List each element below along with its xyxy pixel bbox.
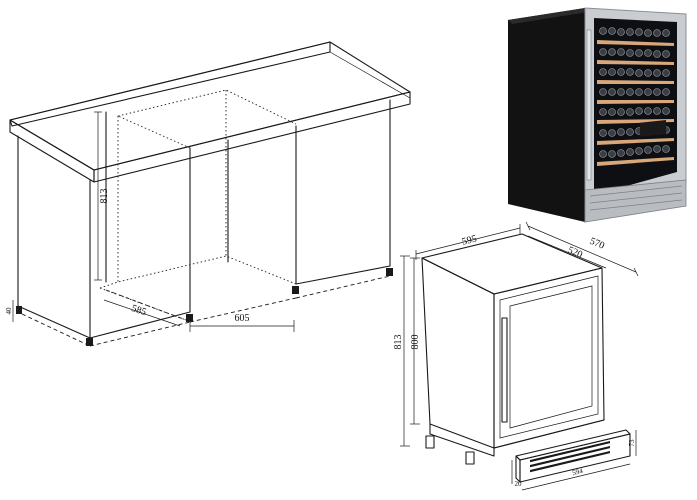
kickplate-width-label: 594 (571, 467, 584, 477)
cooler-side (508, 8, 585, 222)
cabinet-leg-label: 40 (5, 307, 13, 315)
cooler-height-body-label: 800 (410, 335, 421, 350)
cooler-drawing: 595 570 520 813 800 (393, 221, 639, 465)
wine-cooler-photo (508, 7, 687, 223)
dim-cabinet-leg: 40 (5, 300, 14, 322)
vent-opening (640, 120, 666, 137)
cabinet-height-label: 813 (99, 189, 110, 204)
dim-cooler-width: 595 (415, 224, 521, 260)
dim-kickplate-height: 73 (628, 430, 637, 456)
countertop (9, 41, 411, 183)
cooler-side-face (421, 257, 495, 449)
dim-cooler-height-total: 813 (393, 255, 410, 447)
cooler-height-total-label: 813 (393, 335, 404, 350)
dim-kickplate-depth: 20 (511, 460, 523, 488)
foot (292, 286, 299, 294)
door-handle-outline (501, 317, 508, 423)
door-handle (586, 29, 592, 181)
kickplate-depth-label: 20 (515, 480, 523, 488)
foot (16, 306, 22, 314)
dim-cooler-height-body: 800 (410, 257, 421, 425)
left-cabinet (17, 111, 191, 339)
cooler-door (493, 267, 605, 449)
cooler-depth-total-label: 570 (588, 236, 606, 252)
cooler-top (421, 233, 603, 295)
cabinet-depth-label: 585 (130, 303, 148, 318)
cabinet-drawing: 813 585 605 40 (5, 41, 411, 347)
cabinet-width-label: 605 (235, 313, 250, 324)
kickplate-height-label: 73 (628, 439, 636, 447)
dim-cabinet-depth: 585 (103, 299, 181, 327)
dim-kickplate-width: 594 (521, 463, 631, 491)
dim-cooler-depth-total: 570 (525, 221, 639, 277)
floor-lines (21, 275, 391, 347)
cooler-width-label: 595 (461, 233, 478, 247)
appliance-niche (99, 89, 297, 321)
dim-cabinet-width: 605 (189, 313, 295, 332)
foot (186, 314, 193, 322)
cooler-foot (425, 435, 435, 449)
cooler-depth-body-label: 520 (566, 245, 584, 261)
right-cabinet (227, 99, 391, 285)
foot (386, 268, 393, 276)
bottom-grille (584, 179, 687, 223)
dim-cooler-depth-body: 520 (527, 235, 607, 269)
dim-cabinet-height: 813 (94, 111, 110, 281)
wine-shelves (597, 40, 674, 166)
wine-bottles (599, 27, 670, 158)
cooler-foot (465, 451, 475, 465)
kickplate-drawing: 594 73 20 (511, 429, 637, 491)
foot (86, 338, 93, 346)
kickplate-vents (530, 440, 610, 473)
cabinet-feet (16, 268, 393, 346)
grille-slats (589, 185, 683, 211)
